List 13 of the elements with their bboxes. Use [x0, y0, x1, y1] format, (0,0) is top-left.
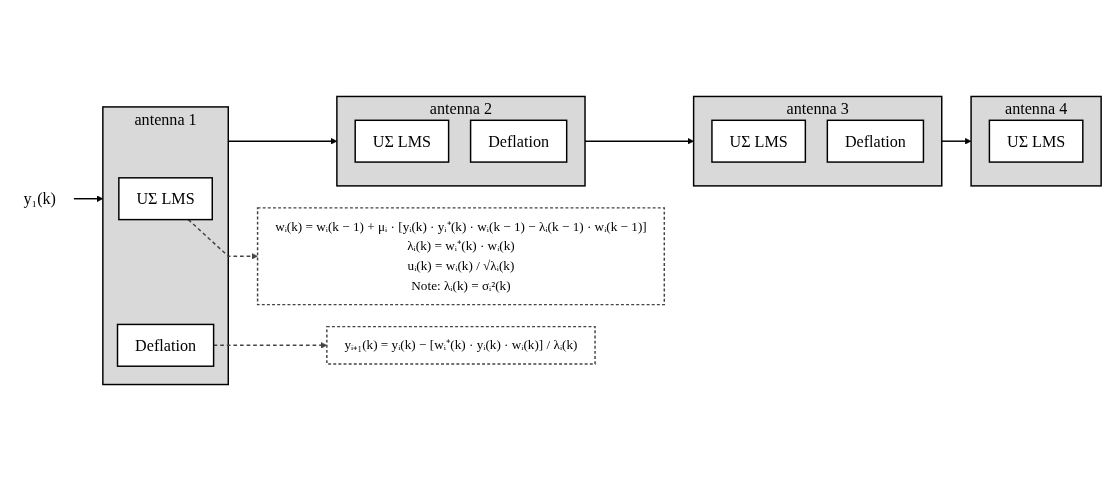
- node-box: Deflation: [469, 119, 568, 163]
- node-box: UΣ LMS: [118, 177, 213, 221]
- arrow: [187, 218, 258, 260]
- node-box: Deflation: [116, 323, 215, 367]
- node-box: wᵢ(k) = wᵢ(k − 1) + μᵢ · [yᵢ(k) · yᵢ⁺(k) · wᵢ(k − 1) − λᵢ(k − 1) · wᵢ(k − 1)] λᵢ(k) = wᵢ⁺(k) · wᵢ(k) uᵢ(k) = wᵢ(k) / √λᵢ(k) Note: λᵢ(k) = σᵢ²(k): [256, 207, 666, 306]
- node-box: Deflation: [826, 119, 925, 163]
- node-box: UΣ LMS: [988, 119, 1084, 163]
- node-box: yᵢ₊₁(k) = yᵢ(k) − [wᵢ⁺(k) · yᵢ(k) · wᵢ(k)] / λᵢ(k): [326, 325, 596, 365]
- node-text: y₁(k): [23, 189, 56, 208]
- arrow: [72, 195, 104, 202]
- node-box: UΣ LMS: [354, 119, 450, 163]
- node-box: UΣ LMS: [711, 119, 807, 163]
- arrow: [941, 137, 972, 145]
